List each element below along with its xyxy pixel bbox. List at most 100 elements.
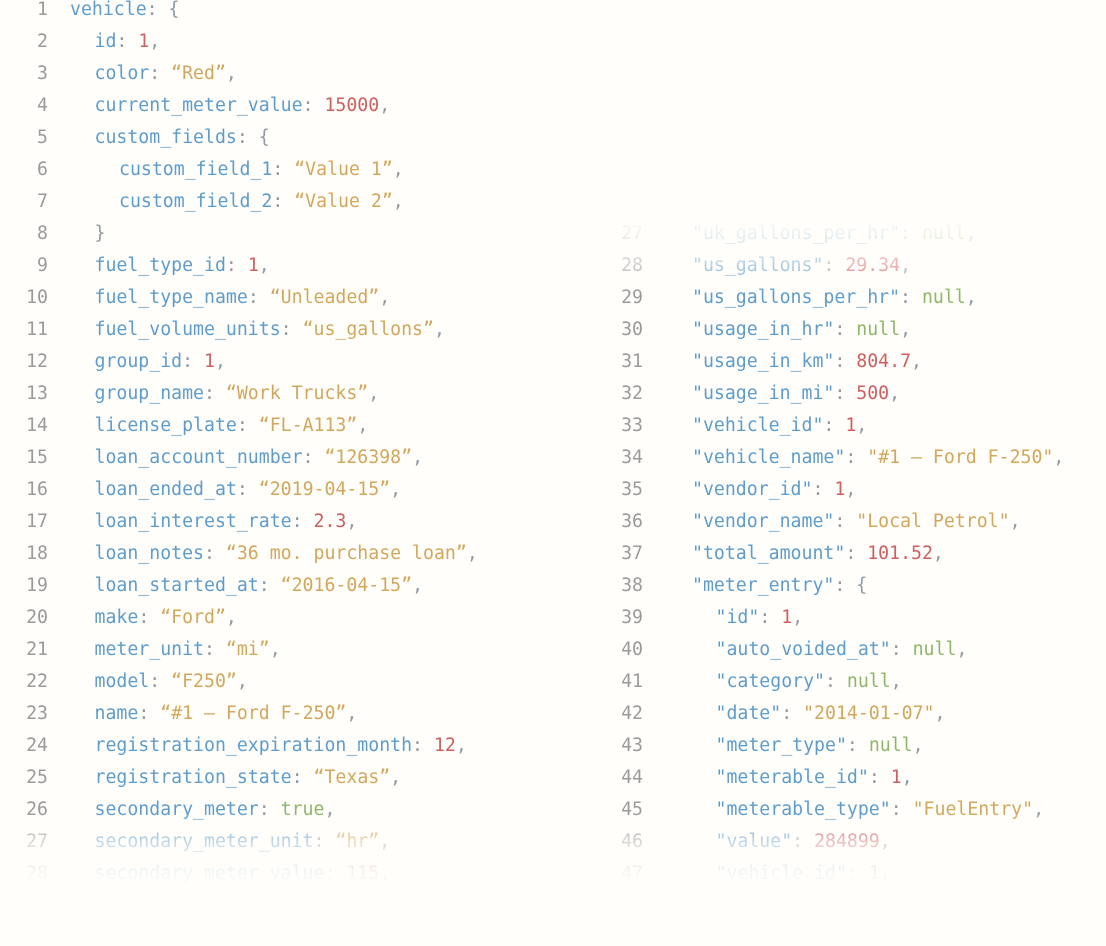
code-string: “Unleaded”: [269, 287, 380, 308]
code-key: fuel_type_id: [94, 255, 226, 276]
line-number: 27: [621, 223, 643, 244]
code-text: group_id: 1,: [95, 346, 226, 378]
code-punctuation: ,: [934, 703, 946, 724]
code-string: “hr”: [335, 831, 380, 852]
line-number: 34: [621, 447, 643, 468]
line-number: 46: [621, 831, 643, 852]
code-key: "vehicle_id": [715, 863, 847, 884]
code-punctuation: ,: [956, 639, 968, 660]
line-number: 38: [621, 575, 643, 596]
code-punctuation: :: [313, 831, 336, 852]
code-number: 1: [868, 863, 880, 884]
code-punctuation: :: [116, 31, 139, 52]
code-key: "auto_voided_at": [715, 639, 891, 660]
code-key: group_id: [94, 351, 183, 372]
code-panel-right: 27"uk_gallons_per_hr": null,28"us_gallon…: [600, 0, 1106, 894]
code-string: “2019-04-15”: [258, 479, 391, 500]
line-number: 37: [621, 543, 643, 564]
code-string: “Ford”: [160, 607, 226, 628]
code-text: "usage_in_hr": null,: [692, 314, 911, 346]
line-number: 20: [26, 607, 48, 628]
code-literal: null: [856, 319, 901, 340]
line-number: 28: [26, 863, 48, 884]
code-key: loan_started_at: [94, 575, 259, 596]
code-literal: null: [912, 639, 957, 660]
code-text: loan_interest_rate: 2.3,: [95, 506, 358, 538]
code-text: "us_gallons_per_hr": null,: [692, 282, 977, 314]
code-punctuation: :: [258, 799, 281, 820]
code-punctuation: ,: [911, 351, 922, 372]
code-line: 33"vehicle_id": 1,: [600, 410, 1106, 442]
code-key: registration_state: [94, 767, 292, 788]
line-number: 24: [26, 735, 48, 756]
code-line: 41"category": null,: [600, 666, 1106, 698]
code-punctuation: :: [272, 159, 295, 180]
code-punctuation: :: [225, 255, 248, 276]
code-number: 500: [856, 383, 890, 404]
code-punctuation: :: [823, 255, 846, 276]
code-punctuation: :: [812, 479, 835, 500]
line-number: 28: [621, 255, 643, 276]
line-number: 42: [621, 703, 643, 724]
code-key: "meter_type": [715, 735, 847, 756]
code-key: make: [94, 607, 139, 628]
line-number: 44: [621, 767, 643, 788]
code-text: loan_account_number: “126398”,: [95, 442, 424, 474]
code-string: “F250”: [171, 671, 237, 692]
line-number: 9: [37, 255, 48, 276]
code-punctuation: :: [845, 543, 868, 564]
code-punctuation: ,: [433, 319, 445, 340]
code-line: 8}: [0, 218, 600, 250]
line-number: 25: [26, 767, 48, 788]
code-punctuation: ,: [379, 287, 391, 308]
line-number: 12: [26, 351, 48, 372]
code-line: 31"usage_in_km": 804.7,: [600, 346, 1106, 378]
code-number: 1: [834, 479, 846, 500]
code-punctuation: ,: [357, 415, 369, 436]
code-punctuation: :: [302, 447, 325, 468]
line-number: 35: [621, 479, 643, 500]
code-string: “126398”: [324, 447, 413, 468]
code-punctuation: :: [204, 383, 226, 404]
code-punctuation: ,: [392, 191, 404, 212]
code-key: "total_amount": [692, 543, 846, 564]
code-punctuation: :: [412, 735, 434, 756]
code-text: "meter_entry": {: [692, 570, 867, 602]
code-text: model: “F250”,: [95, 666, 248, 698]
code-line: 36"vendor_name": "Local Petrol",: [600, 506, 1106, 538]
code-string: “#1 – Ford F-250”: [160, 703, 347, 724]
line-number: 22: [26, 671, 48, 692]
code-punctuation: :: [247, 287, 270, 308]
code-text: id: 1,: [95, 26, 161, 58]
code-punctuation: ,: [455, 735, 467, 756]
line-number: 7: [37, 191, 48, 212]
code-key: custom_fields: [94, 127, 237, 148]
code-number: 1: [204, 351, 215, 372]
code-literal: true: [280, 799, 325, 820]
code-number: 2.3: [313, 511, 347, 532]
code-punctuation: ,: [379, 831, 391, 852]
line-number: 29: [621, 287, 643, 308]
code-punctuation: :: [890, 639, 913, 660]
code-key: "us_gallons_per_hr": [692, 287, 901, 308]
line-number: 6: [37, 159, 48, 180]
code-key: "date": [715, 703, 782, 724]
code-punctuation: ,: [258, 255, 270, 276]
code-number: 284899: [814, 831, 880, 852]
code-line: 42"date": "2014-01-07",: [600, 698, 1106, 730]
code-text: "value": 284899,: [716, 826, 891, 858]
code-number: 15000: [324, 95, 380, 116]
code-punctuation: :: [846, 735, 869, 756]
line-number: 31: [621, 351, 643, 372]
code-punctuation: ,: [225, 607, 237, 628]
code-punctuation: :: [149, 671, 172, 692]
code-punctuation: :: [834, 319, 857, 340]
line-number: 41: [621, 671, 643, 692]
code-punctuation: ,: [1053, 447, 1065, 468]
